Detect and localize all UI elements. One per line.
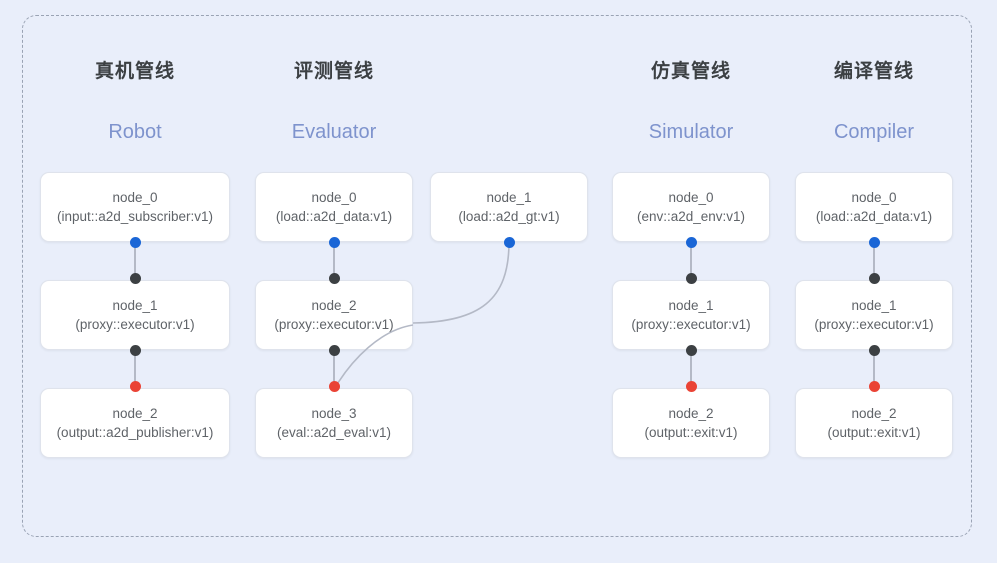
node-card[interactable]: node_2 (output::exit:v1) [612, 388, 770, 458]
port-output-blue[interactable] [503, 236, 515, 248]
node-card[interactable]: node_1 (load::a2d_gt:v1) [430, 172, 588, 242]
edge-evaluator-0-2 [333, 242, 335, 278]
node-name: node_1 [851, 298, 897, 313]
node-card[interactable]: node_0 (load::a2d_data:v1) [255, 172, 413, 242]
node-type: (proxy::executor:v1) [814, 317, 934, 332]
port-output-black[interactable] [685, 344, 697, 356]
node-type: (eval::a2d_eval:v1) [276, 425, 392, 440]
node-card[interactable]: node_0 (env::a2d_env:v1) [612, 172, 770, 242]
column-title-simulator: 仿真管线 [650, 61, 731, 82]
node-type: (load::a2d_data:v1) [275, 209, 393, 224]
node-type: (proxy::executor:v1) [75, 317, 195, 332]
column-subtitle-compiler: Compiler [833, 121, 915, 143]
node-name: node_2 [851, 406, 897, 421]
node-type: (output::exit:v1) [644, 425, 738, 440]
node-card[interactable]: node_2 (output::a2d_publisher:v1) [40, 388, 230, 458]
edge-simulator-0-1 [690, 242, 692, 278]
port-output-black[interactable] [129, 344, 141, 356]
port-input-black[interactable] [328, 272, 340, 284]
node-type: (proxy::executor:v1) [631, 317, 751, 332]
port-output-blue[interactable] [328, 236, 340, 248]
column-subtitle-evaluator: Evaluator [291, 121, 377, 143]
port-output-blue[interactable] [129, 236, 141, 248]
edge-simulator-1-2 [690, 350, 692, 386]
node-name: node_1 [112, 298, 158, 313]
node-name: node_1 [668, 298, 714, 313]
port-output-blue[interactable] [685, 236, 697, 248]
edge-compiler-0-1 [873, 242, 875, 278]
column-title-evaluator: 评测管线 [293, 61, 374, 82]
column-header-robot: 真机管线 Robot [40, 60, 230, 144]
node-type: (load::a2d_data:v1) [815, 209, 933, 224]
node-name: node_0 [668, 190, 714, 205]
edge-robot-1-2 [134, 350, 136, 386]
node-card[interactable]: node_1 (proxy::executor:v1) [40, 280, 230, 350]
port-input-red[interactable] [868, 380, 880, 392]
node-name: node_0 [311, 190, 357, 205]
node-name: node_2 [112, 406, 158, 421]
node-name: node_1 [486, 190, 532, 205]
node-card[interactable]: node_0 (load::a2d_data:v1) [795, 172, 953, 242]
node-type: (output::a2d_publisher:v1) [56, 425, 214, 440]
column-header-evaluator: 评测管线 Evaluator [255, 60, 413, 144]
node-card[interactable]: node_3 (eval::a2d_eval:v1) [255, 388, 413, 458]
node-type: (proxy::executor:v1) [274, 317, 394, 332]
column-header-compiler: 编译管线 Compiler [795, 60, 953, 144]
node-type: (output::exit:v1) [827, 425, 921, 440]
port-input-red[interactable] [328, 380, 340, 392]
port-input-black[interactable] [129, 272, 141, 284]
port-output-black[interactable] [868, 344, 880, 356]
edge-evaluator-2-3 [333, 350, 335, 386]
node-name: node_2 [311, 298, 357, 313]
node-card[interactable]: node_2 (output::exit:v1) [795, 388, 953, 458]
column-subtitle-robot: Robot [108, 121, 162, 143]
port-input-black[interactable] [868, 272, 880, 284]
node-name: node_0 [851, 190, 897, 205]
edge-robot-0-1 [134, 242, 136, 278]
port-output-black[interactable] [328, 344, 340, 356]
node-name: node_2 [668, 406, 714, 421]
column-title-compiler: 编译管线 [833, 61, 914, 82]
column-title-robot: 真机管线 [94, 61, 175, 82]
node-card[interactable]: node_1 (proxy::executor:v1) [795, 280, 953, 350]
node-card[interactable]: node_1 (proxy::executor:v1) [612, 280, 770, 350]
node-card[interactable]: node_0 (input::a2d_subscriber:v1) [40, 172, 230, 242]
port-input-red[interactable] [129, 380, 141, 392]
port-input-red[interactable] [685, 380, 697, 392]
column-header-simulator: 仿真管线 Simulator [612, 60, 770, 144]
node-card[interactable]: node_2 (proxy::executor:v1) [255, 280, 413, 350]
column-subtitle-simulator: Simulator [648, 121, 734, 143]
port-output-blue[interactable] [868, 236, 880, 248]
port-input-black[interactable] [685, 272, 697, 284]
node-type: (load::a2d_gt:v1) [458, 209, 560, 224]
node-type: (env::a2d_env:v1) [636, 209, 746, 224]
node-name: node_3 [311, 406, 357, 421]
edge-compiler-1-2 [873, 350, 875, 386]
node-type: (input::a2d_subscriber:v1) [56, 209, 214, 224]
pipeline-group-frame [22, 15, 972, 537]
node-name: node_0 [112, 190, 158, 205]
